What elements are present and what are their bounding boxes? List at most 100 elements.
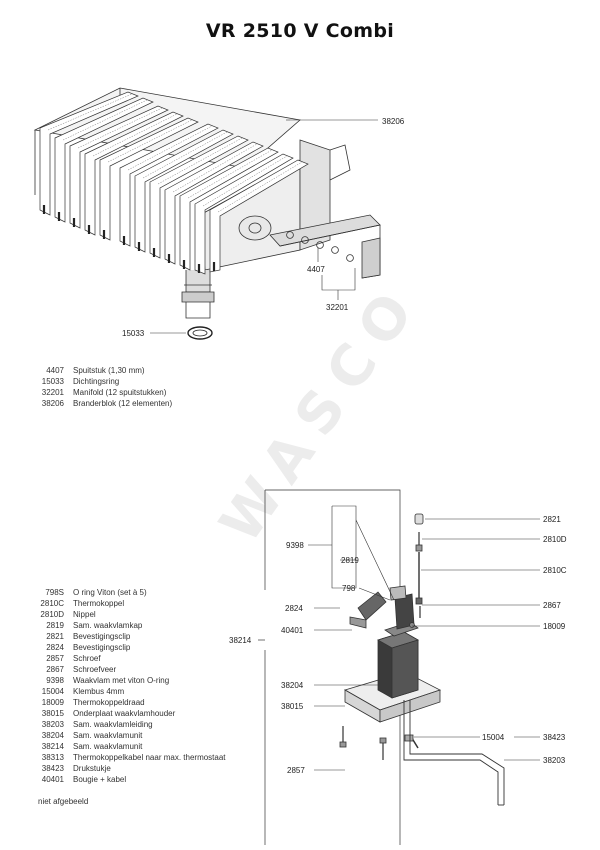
part-code: 2810C [40, 599, 64, 608]
part-description: O ring Viton (set à 5) [73, 588, 147, 597]
callout-38206: 38206 [382, 117, 405, 126]
part-description: Waakvlam met viton O-ring [73, 676, 170, 685]
part-code: 2824 [46, 643, 64, 652]
part-description: Spuitstuk (1,30 mm) [73, 366, 145, 375]
legend-row: 2857 Schroef [35, 653, 226, 664]
callout-18009: 18009 [543, 622, 566, 631]
legend-row: 2810C Thermokoppel [35, 598, 226, 609]
callout-32201: 32201 [326, 303, 349, 312]
callout-40401: 40401 [281, 626, 304, 635]
part-code: 2819 [46, 621, 64, 630]
burner-parts-legend: 4407 Spuitstuk (1,30 mm) 15033 Dichtingsri… [35, 365, 172, 409]
legend-row: 2810D Nippel [35, 609, 226, 620]
callout-38015: 38015 [281, 702, 304, 711]
part-description: Bougie + kabel [73, 775, 127, 784]
callout-15033: 15033 [122, 329, 145, 338]
part-code: 798S [45, 588, 64, 597]
legend-row: 38206 Branderblok (12 elementen) [35, 398, 172, 409]
legend-row: 2819 Sam. waakvlamkap [35, 620, 226, 631]
part-code: 32201 [41, 388, 64, 397]
legend-row: 32201 Manifold (12 spuitstukken) [35, 387, 172, 398]
legend-row: 38313 Thermokoppelkabel naar max. thermos… [35, 752, 226, 763]
callout-798: 798 [342, 584, 356, 593]
part-code: 38204 [41, 731, 64, 740]
callout-38423: 38423 [543, 733, 566, 742]
legend-row: 2867 Schroefveer [35, 664, 226, 675]
part-description: Schroefveer [73, 665, 117, 674]
pilot-leader-lines [308, 505, 540, 771]
part-code: 40401 [41, 775, 64, 784]
part-code: 38203 [41, 720, 64, 729]
callout-38203: 38203 [543, 756, 566, 765]
part-description: Onderplaat waakvlamhouder [73, 709, 176, 718]
callout-15004: 15004 [482, 733, 505, 742]
callout-2824: 2824 [285, 604, 303, 613]
part-code: 4407 [46, 366, 64, 375]
part-code: 2810D [40, 610, 64, 619]
legend-row: 38214 Sam. waakvlamunit [35, 741, 226, 752]
burner-leader-lines [150, 119, 378, 334]
callout-38204: 38204 [281, 681, 304, 690]
legend-row: 15033 Dichtingsring [35, 376, 172, 387]
burner-rib-slots [47, 93, 303, 213]
legend-row: 798S O ring Viton (set à 5) [35, 587, 226, 598]
part-code: 9398 [46, 676, 64, 685]
legend-row: 9398 Waakvlam met viton O-ring [35, 675, 226, 686]
callout-2810D: 2810D [543, 535, 567, 544]
legend-row: 2824 Bevestigingsclip [35, 642, 226, 653]
callout-2819: 2819 [341, 556, 359, 565]
part-description: Thermokoppelkabel naar max. thermostaat [73, 753, 226, 762]
part-code: 38423 [41, 764, 64, 773]
callout-2867: 2867 [543, 601, 561, 610]
part-description: Thermokoppeldraad [73, 698, 145, 707]
part-code: 2867 [46, 665, 64, 674]
part-description: Sam. waakvlamunit [73, 731, 143, 740]
footnote: niet afgebeeld [38, 797, 89, 806]
pilot-unit-illustration [339, 585, 442, 760]
sealing-ring-15033 [187, 326, 213, 340]
part-description: Sam. waakvlamunit [73, 742, 143, 751]
part-description: Bevestigingsclip [73, 632, 131, 641]
part-description: Klembus 4mm [73, 687, 125, 696]
part-code: 2821 [46, 632, 64, 641]
part-description: Branderblok (12 elementen) [73, 399, 173, 408]
callout-2821: 2821 [543, 515, 561, 524]
part-code: 38015 [41, 709, 64, 718]
part-code: 2857 [46, 654, 64, 663]
callout-2810C: 2810C [543, 566, 567, 575]
part-code: 38214 [41, 742, 64, 751]
legend-row: 38015 Onderplaat waakvlamhouder [35, 708, 226, 719]
part-code: 38206 [41, 399, 64, 408]
pilot-parts-legend: 798S O ring Viton (set à 5) 2810C Thermoko… [35, 587, 226, 785]
pilot-gas-tube [403, 700, 505, 806]
legend-row: 38423 Drukstukje [35, 763, 226, 774]
part-description: Sam. waakvlamkap [73, 621, 143, 630]
part-description: Schroef [73, 654, 101, 663]
callout-9398: 9398 [286, 541, 304, 550]
part-description: Sam. waakvlamleiding [73, 720, 153, 729]
page-title: VR 2510 V Combi [205, 20, 395, 42]
burner-rib-pins [42, 205, 216, 273]
callout-2857: 2857 [287, 766, 305, 775]
pilot-frame [258, 489, 401, 845]
part-code: 15033 [41, 377, 64, 386]
part-code: 38313 [41, 753, 64, 762]
callout-38214: 38214 [229, 636, 252, 645]
part-description: Drukstukje [73, 764, 111, 773]
part-description: Manifold (12 spuitstukken) [73, 388, 167, 397]
part-description: Bevestigingsclip [73, 643, 131, 652]
legend-row: 38203 Sam. waakvlamleiding [35, 719, 226, 730]
burner-ribs [39, 91, 309, 275]
legend-row: 38204 Sam. waakvlamunit [35, 730, 226, 741]
legend-row: 40401 Bougie + kabel [35, 774, 226, 785]
legend-row: 18009 Thermokoppeldraad [35, 697, 226, 708]
part-description: Thermokoppel [73, 599, 125, 608]
part-description: Dichtingsring [73, 377, 120, 386]
legend-row: 15004 Klembus 4mm [35, 686, 226, 697]
part-description: Nippel [73, 610, 96, 619]
part-code: 18009 [41, 698, 64, 707]
callout-4407: 4407 [307, 265, 325, 274]
legend-row: 2821 Bevestigingsclip [35, 631, 226, 642]
part-code: 15004 [41, 687, 64, 696]
